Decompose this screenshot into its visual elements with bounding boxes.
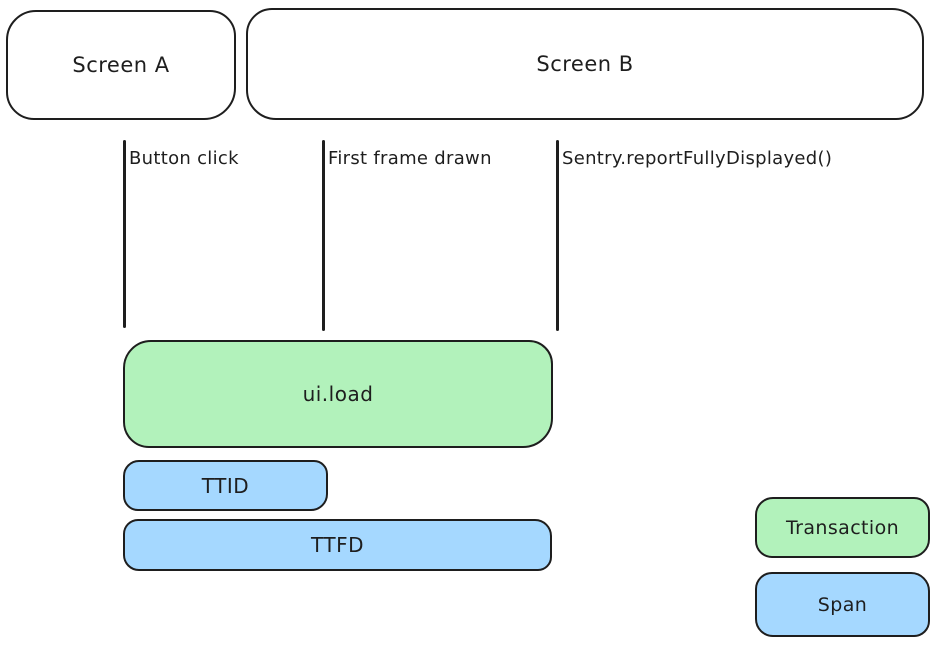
legend-transaction: Transaction [755,497,930,558]
screen-b-label: Screen B [536,52,634,76]
ui-load-label: ui.load [302,382,374,406]
timeline-marker-line [556,140,559,331]
ttid-span-bar: TTID [123,460,328,511]
ttid-label: TTID [201,473,250,498]
ttfd-label: TTFD [311,533,364,557]
timeline-marker-line [123,140,126,328]
screen-b-box: Screen B [246,8,924,120]
legend-span: Span [755,572,930,637]
event-label-first-frame-drawn: First frame drawn [328,148,492,169]
legend-transaction-label: Transaction [785,516,900,539]
screen-a-label: Screen A [72,53,170,77]
ui-load-transaction-bar: ui.load [123,340,553,448]
event-label-report-fully-displayed: Sentry.reportFullyDisplayed() [562,148,833,169]
legend-span-label: Span [817,593,868,616]
ttfd-span-bar: TTFD [123,519,552,571]
screen-a-box: Screen A [6,10,236,120]
event-label-button-click: Button click [129,148,239,169]
timeline-marker-line [322,140,325,331]
